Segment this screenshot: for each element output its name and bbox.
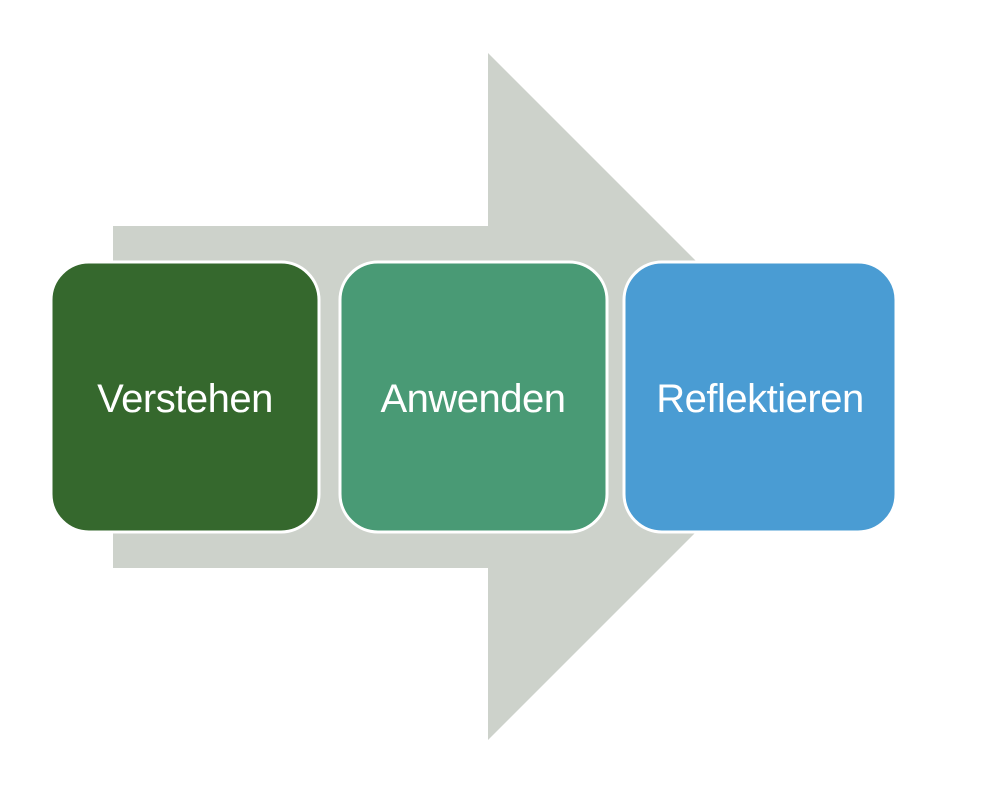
step-box-verstehen (49, 260, 321, 534)
step-label-verstehen: Verstehen (97, 377, 273, 421)
step-box-reflektieren (622, 260, 898, 534)
step-label-anwenden: Anwenden (380, 377, 565, 421)
step-label-reflektieren: Reflektieren (656, 377, 863, 421)
step-box-anwenden (338, 260, 609, 534)
